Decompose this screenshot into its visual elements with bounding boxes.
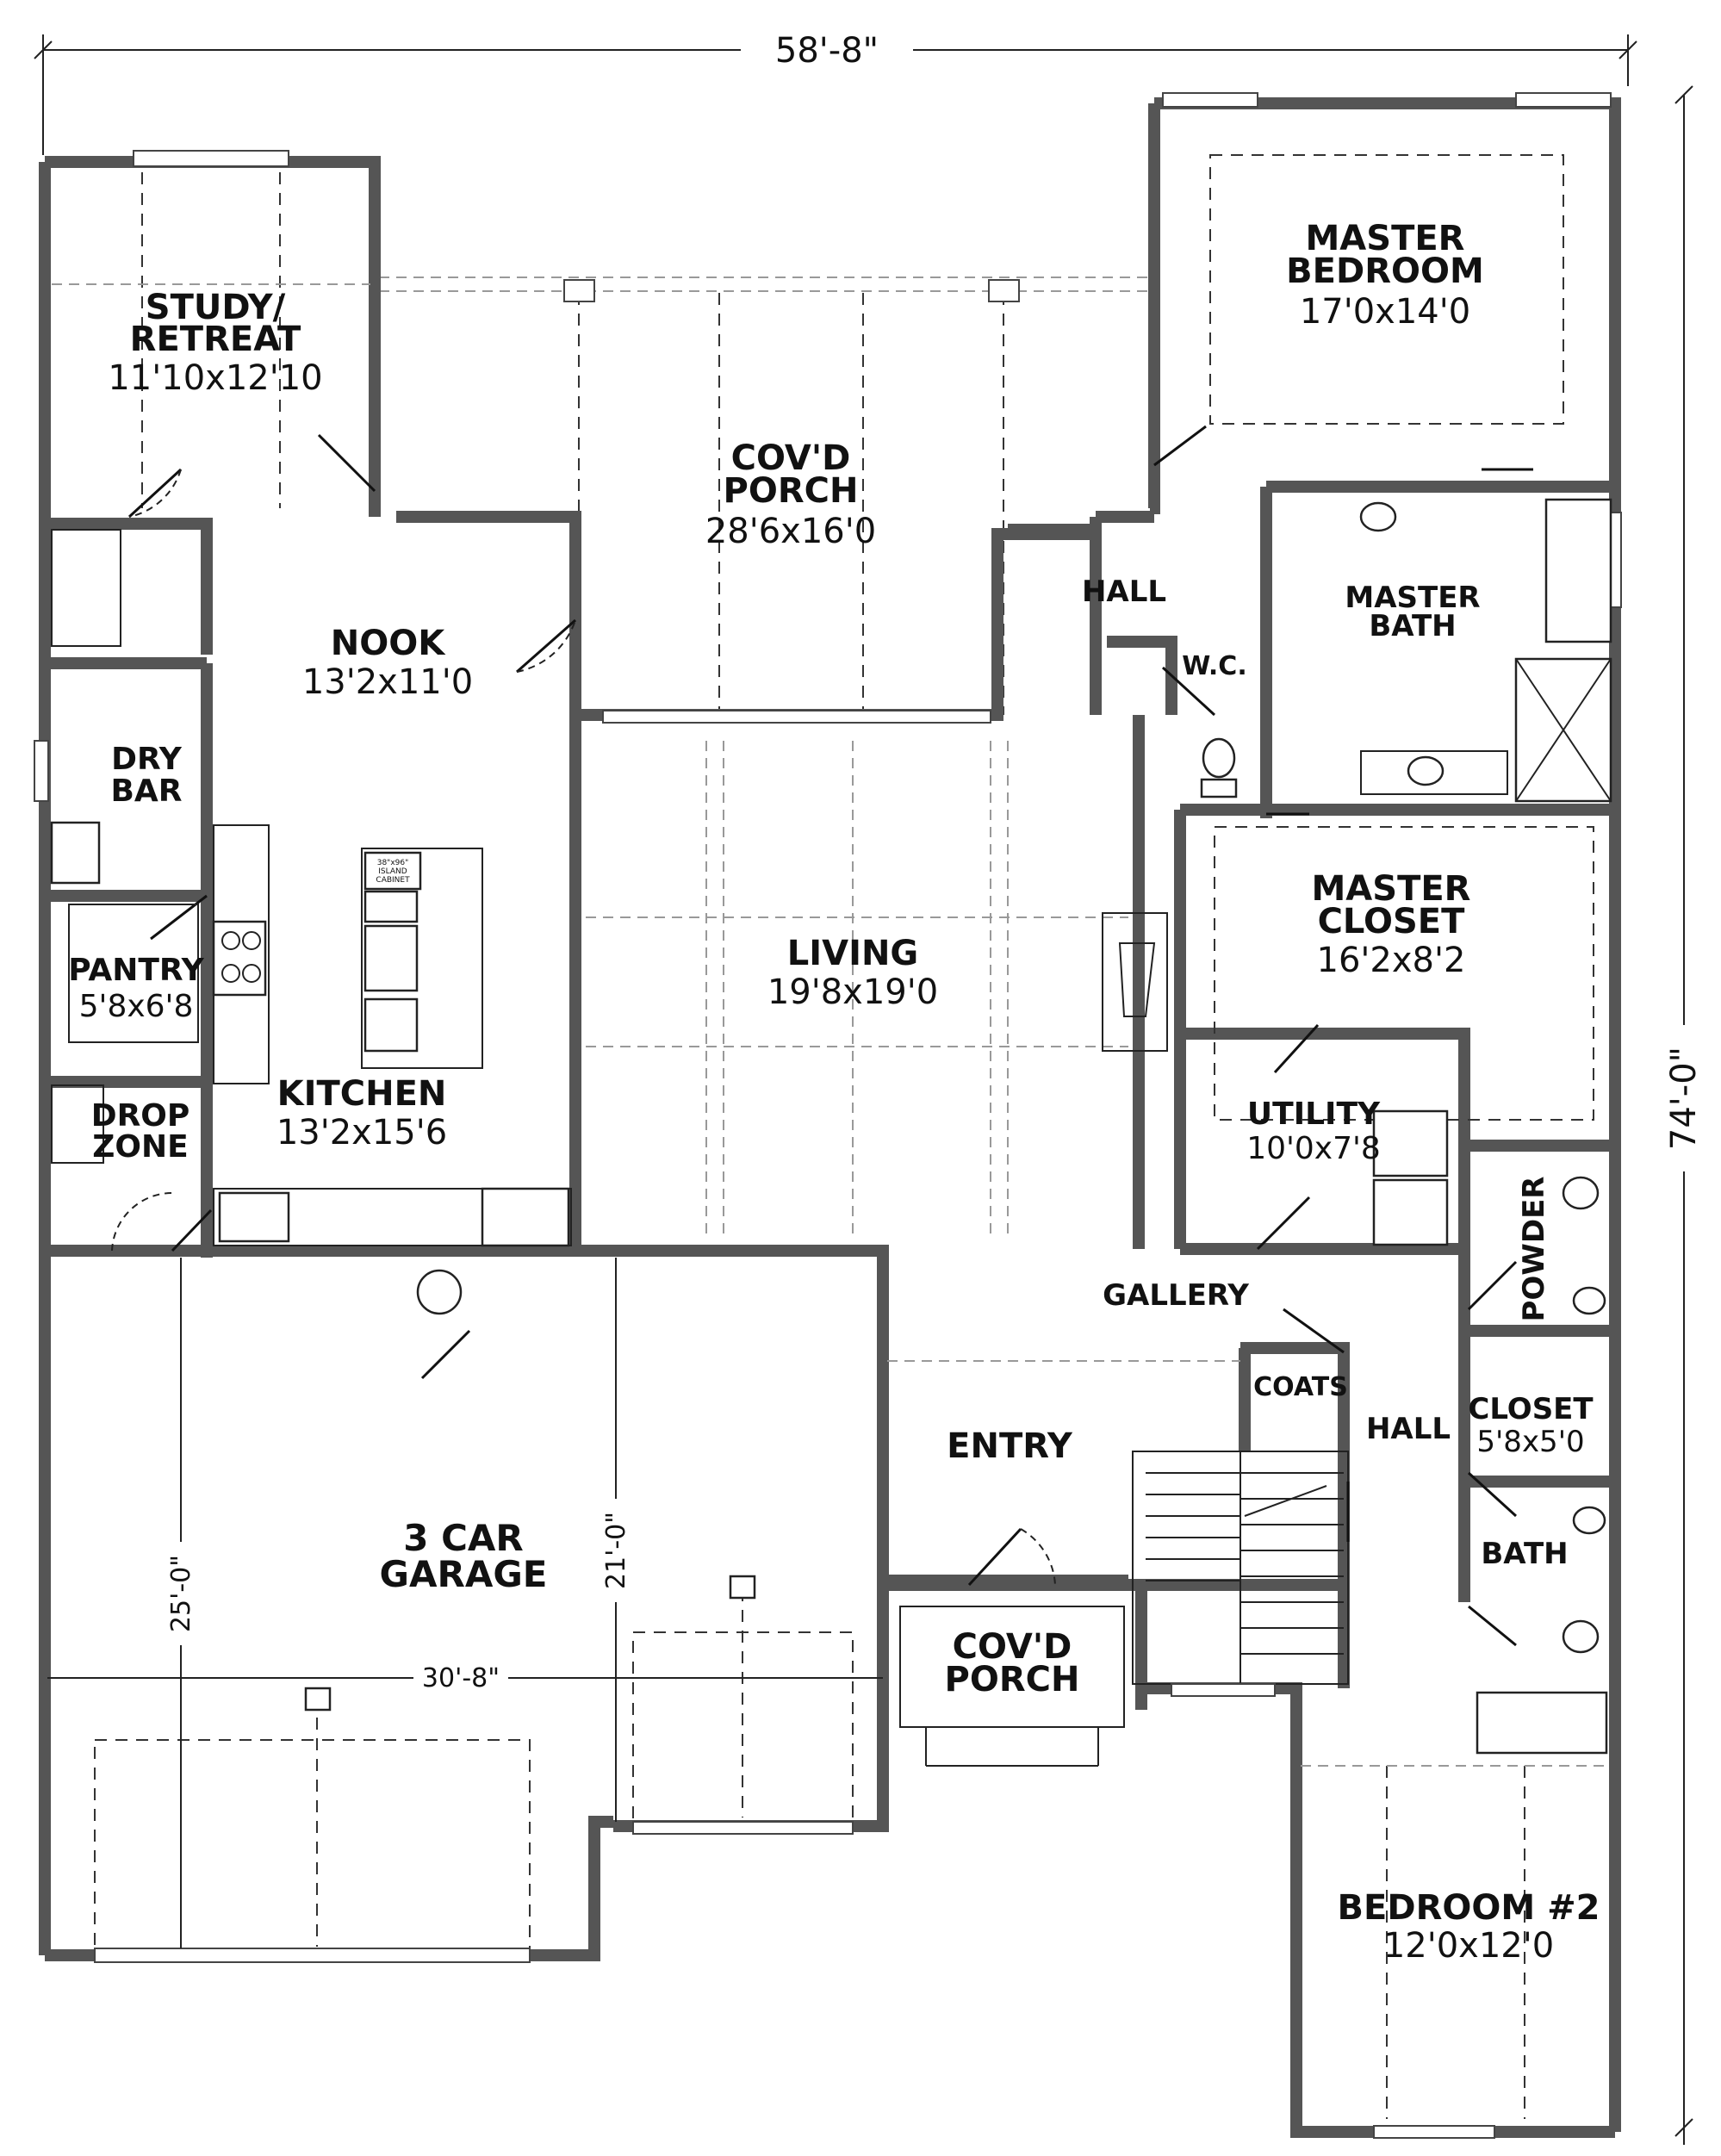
- utility-label: UTILITY: [1247, 1097, 1381, 1132]
- living-size: 19'8x19'0: [767, 972, 938, 1012]
- garage-depth-right-label: 21'-0": [601, 1512, 631, 1589]
- entry-label: ENTRY: [947, 1426, 1073, 1466]
- master-bedroom-size: 17'0x14'0: [1300, 292, 1470, 332]
- island-note-2: ISLAND: [378, 867, 407, 876]
- closet-label: CLOSET: [1468, 1392, 1594, 1426]
- powder-label: POWDER: [1517, 1177, 1551, 1322]
- kitchen-label: KITCHEN: [277, 1074, 447, 1114]
- pantry-label: PANTRY: [68, 953, 204, 988]
- wc-label: W.C.: [1182, 651, 1246, 681]
- garage-dimensions: 30'-8" 25'-0" 21'-0": [47, 1258, 883, 1948]
- garage-depth-left-label: 25'-0": [166, 1555, 196, 1632]
- master-bath-label-line2: BATH: [1369, 609, 1456, 643]
- doors: [111, 425, 1533, 1647]
- island-note-3: CABINET: [376, 876, 410, 885]
- garage-width-label: 30'-8": [422, 1663, 500, 1693]
- master-closet-size: 16'2x8'2: [1317, 941, 1466, 980]
- rear-porch-label-line2: PORCH: [724, 471, 859, 511]
- master-bath-label-line1: MASTER: [1345, 581, 1480, 615]
- nook-size: 13'2x11'0: [302, 662, 473, 702]
- living-label: LIVING: [787, 934, 919, 973]
- coats-label: COATS: [1253, 1372, 1348, 1402]
- hall-front-label: HALL: [1366, 1412, 1451, 1446]
- front-porch-label-line2: PORCH: [945, 1660, 1080, 1699]
- master-closet-label-line2: CLOSET: [1318, 902, 1466, 941]
- master-bedroom-label-line1: MASTER: [1306, 219, 1465, 258]
- utility-size: 10'0x7'8: [1246, 1131, 1381, 1166]
- island-note-1: 38"x96": [377, 859, 409, 867]
- stairs: [1132, 1451, 1349, 1685]
- dimension-lines: 58'-8" 74'-0": [34, 26, 1710, 2145]
- bedroom2-label: BEDROOM #2: [1338, 1888, 1600, 1928]
- study-size: 11'10x12'10: [108, 358, 322, 398]
- garage-label-line1: 3 CAR: [403, 1517, 524, 1559]
- hall-master-label: HALL: [1082, 575, 1166, 609]
- rear-porch-label-line1: COV'D: [731, 438, 851, 478]
- dry-bar-label-line1: DRY: [111, 742, 183, 777]
- fixtures: 38"x96" ISLAND CABINET: [50, 498, 1612, 1755]
- master-closet-label-line1: MASTER: [1312, 869, 1471, 909]
- gallery-label: GALLERY: [1103, 1278, 1249, 1313]
- master-bedroom-label-line2: BEDROOM: [1286, 252, 1484, 291]
- study-label-line1: STUDY/: [146, 288, 286, 327]
- overall-width-label: 58'-8": [775, 31, 879, 71]
- pantry-size: 5'8x6'8: [79, 989, 194, 1024]
- kitchen-size: 13'2x15'6: [276, 1113, 447, 1153]
- rear-porch-size: 28'6x16'0: [705, 512, 876, 551]
- study-label-line2: RETREAT: [130, 320, 301, 359]
- garage-label-line2: GARAGE: [380, 1553, 548, 1595]
- overall-depth-label: 74'-0": [1664, 1047, 1704, 1150]
- front-porch-label-line1: COV'D: [953, 1627, 1072, 1667]
- bedroom2-size: 12'0x12'0: [1383, 1926, 1554, 1966]
- closet-size: 5'8x5'0: [1476, 1425, 1584, 1459]
- windows: [34, 92, 1622, 2139]
- bath-label: BATH: [1481, 1537, 1568, 1571]
- drop-zone-label-line1: DROP: [91, 1098, 190, 1134]
- dry-bar-label-line2: BAR: [110, 774, 182, 809]
- drop-zone-label-line2: ZONE: [92, 1129, 188, 1165]
- nook-label: NOOK: [331, 624, 446, 663]
- room-labels: STUDY/ RETREAT 11'10x12'10 COV'D PORCH 2…: [68, 219, 1600, 1966]
